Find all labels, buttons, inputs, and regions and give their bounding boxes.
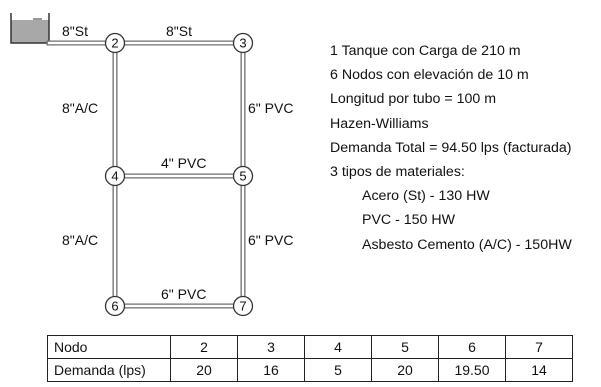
info-line-materials: 3 tipos de materiales:: [330, 164, 465, 181]
node-6: 6: [104, 295, 126, 317]
table-cell: 20: [371, 358, 439, 382]
nodes: 2 3 4 5 6 7: [104, 32, 254, 317]
tank-water: [11, 20, 49, 43]
pipes: [46, 40, 246, 309]
info-line-nodes: 6 Nodos con elevación de 10 m: [330, 67, 529, 84]
table-row-nodes: Nodo 2 3 4 5 6 7: [47, 335, 573, 359]
table-cell: 14: [505, 358, 573, 382]
table-cell: 5: [371, 335, 439, 359]
node-2: 2: [104, 32, 126, 54]
node-5: 5: [232, 165, 254, 187]
info-line-pvc: PVC - 150 HW: [362, 212, 456, 229]
pipe-label-2-4: 8"A/C: [62, 100, 98, 116]
node-circle: [232, 32, 254, 54]
table-cell: 7: [505, 335, 573, 359]
node-label: 4: [111, 169, 118, 184]
node-circle: [232, 165, 254, 187]
node-label: 3: [239, 36, 246, 51]
table-cell: 3: [237, 335, 305, 359]
problem-description: 1 Tanque con Carga de 210 m 6 Nodos con …: [330, 39, 572, 257]
table-cell: 2: [170, 335, 238, 359]
row-header-demanda: Demanda (lps): [47, 358, 171, 382]
info-line-tank: 1 Tanque con Carga de 210 m: [330, 43, 521, 59]
node-7: 7: [232, 295, 254, 317]
node-label: 5: [239, 169, 246, 184]
tank-walls: [10, 13, 50, 44]
table-row-demands: Demanda (lps) 20 16 5 20 19.50 14: [47, 358, 573, 382]
node-circle: [104, 295, 126, 317]
info-line-length: Longitud por tubo = 100 m: [330, 91, 497, 108]
node-label: 6: [111, 299, 118, 314]
table-cell: 4: [304, 335, 372, 359]
node-4: 4: [104, 165, 126, 187]
node-3: 3: [232, 32, 254, 54]
info-line-demand: Demanda Total = 94.50 lps (facturada): [330, 139, 572, 156]
node-circle: [104, 32, 126, 54]
table-cell: 6: [438, 335, 506, 359]
table-cell: 5: [304, 358, 372, 382]
pipe-label-4-6: 8"A/C: [62, 232, 98, 248]
table-cell: 20: [170, 358, 238, 382]
node-circle: [104, 165, 126, 187]
table-cell: 19.50: [438, 358, 506, 382]
pipe-label-tank-2: 8"St: [62, 23, 88, 39]
water-tank: [10, 13, 50, 44]
demand-table: Nodo 2 3 4 5 6 7 Demanda (lps) 20 16 5 2…: [47, 335, 573, 382]
pipe-label-3-5: 6" PVC: [248, 100, 293, 116]
info-line-asbestos: Asbesto Cemento (A/C) - 150HW: [362, 236, 572, 253]
info-line-steel: Acero (St) - 130 HW: [362, 188, 490, 205]
pipe-label-6-7: 6" PVC: [161, 286, 206, 302]
node-circle: [232, 295, 254, 317]
pipe-label-5-7: 6" PVC: [248, 232, 293, 248]
pipe-label-2-3: 8"St: [166, 23, 192, 39]
pipe-network-diagram: 8"St 8"St 8"A/C 6" PVC 4" PVC 8"A/C 6" P…: [10, 13, 293, 317]
node-label: 7: [239, 299, 246, 314]
node-label: 2: [111, 36, 118, 51]
table-cell: 16: [237, 358, 305, 382]
info-line-method: Hazen-Williams: [330, 115, 429, 132]
row-header-nodo: Nodo: [47, 335, 171, 359]
pipe-label-4-5: 4" PVC: [161, 155, 206, 171]
